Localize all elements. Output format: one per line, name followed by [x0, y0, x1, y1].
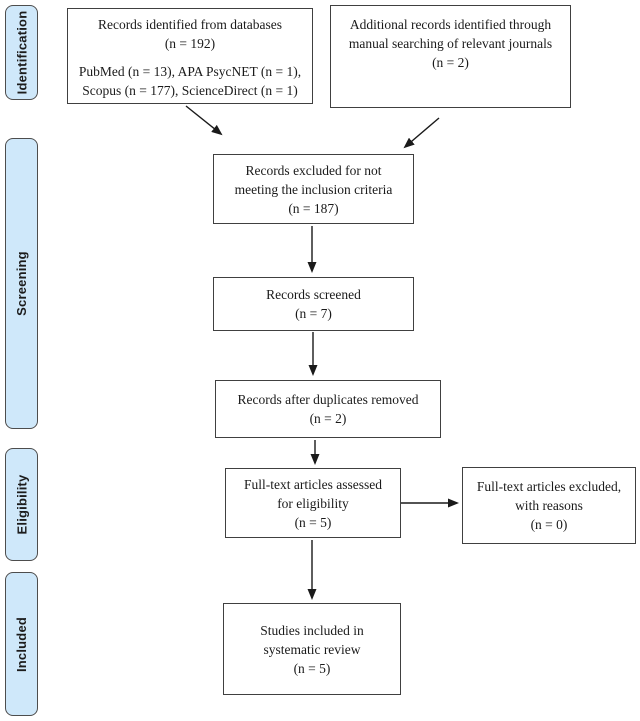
box-count: (n = 2) — [432, 55, 469, 70]
box-text-line: PubMed (n = 13), APA PsycNET (n = 1), — [78, 64, 302, 79]
box-count: (n = 0) — [530, 517, 568, 532]
box-additional-records-manual: Additional records identified through ma… — [330, 5, 571, 108]
box-text-line: for eligibility — [277, 495, 349, 511]
box-records-after-duplicates: Records after duplicates removed (n = 2) — [215, 380, 441, 438]
box-text-line: Additional records identified through — [349, 17, 552, 32]
box-studies-included: Studies included in systematic review (n… — [223, 603, 401, 695]
box-text-line: with reasons — [515, 498, 583, 513]
box-text-line: manual searching of relevant journals — [348, 36, 553, 51]
box-text-line: Records identified from databases — [97, 17, 283, 32]
arrow-databases-to-excluded — [185, 105, 223, 136]
stage-eligibility-label: Eligibility — [14, 474, 30, 535]
box-records-screened: Records screened (n = 7) — [213, 277, 414, 331]
box-text-line: Records screened — [266, 287, 361, 302]
box-text-line: Full-text articles assessed — [244, 476, 382, 492]
box-count: (n = 192) — [164, 36, 216, 51]
box-text-line: Scopus (n = 177), ScienceDirect (n = 1) — [82, 83, 298, 98]
arrow-manual-to-excluded — [403, 117, 440, 149]
box-text-line: Records after duplicates removed — [237, 392, 419, 407]
box-count: (n = 5) — [294, 514, 332, 530]
box-count: (n = 2) — [309, 411, 347, 426]
box-fulltext-assessed: Full-text articles assessed for eligibil… — [225, 468, 401, 538]
box-text-line: Full-text articles excluded, — [476, 479, 622, 494]
stage-eligibility: Eligibility — [5, 448, 38, 561]
box-text-line: Records excluded for not — [245, 162, 382, 178]
box-count: (n = 5) — [293, 661, 331, 676]
stage-identification-label: Identification — [14, 10, 30, 95]
box-text-line: systematic review — [263, 642, 361, 657]
stage-identification: Identification — [5, 5, 38, 100]
stage-included: Included — [5, 572, 38, 716]
box-count: (n = 7) — [295, 306, 332, 321]
box-text-line: meeting the inclusion criteria — [234, 181, 393, 197]
stage-screening: Screening — [5, 138, 38, 429]
box-records-identified-databases: Records identified from databases (n = 1… — [67, 8, 313, 104]
stage-included-label: Included — [14, 616, 29, 672]
box-text-line: Studies included in — [260, 623, 364, 638]
stage-screening-label: Screening — [14, 251, 29, 316]
box-count: (n = 187) — [288, 200, 339, 216]
box-records-excluded: Records excluded for not meeting the inc… — [213, 154, 414, 224]
box-fulltext-excluded: Full-text articles excluded, with reason… — [462, 467, 636, 544]
